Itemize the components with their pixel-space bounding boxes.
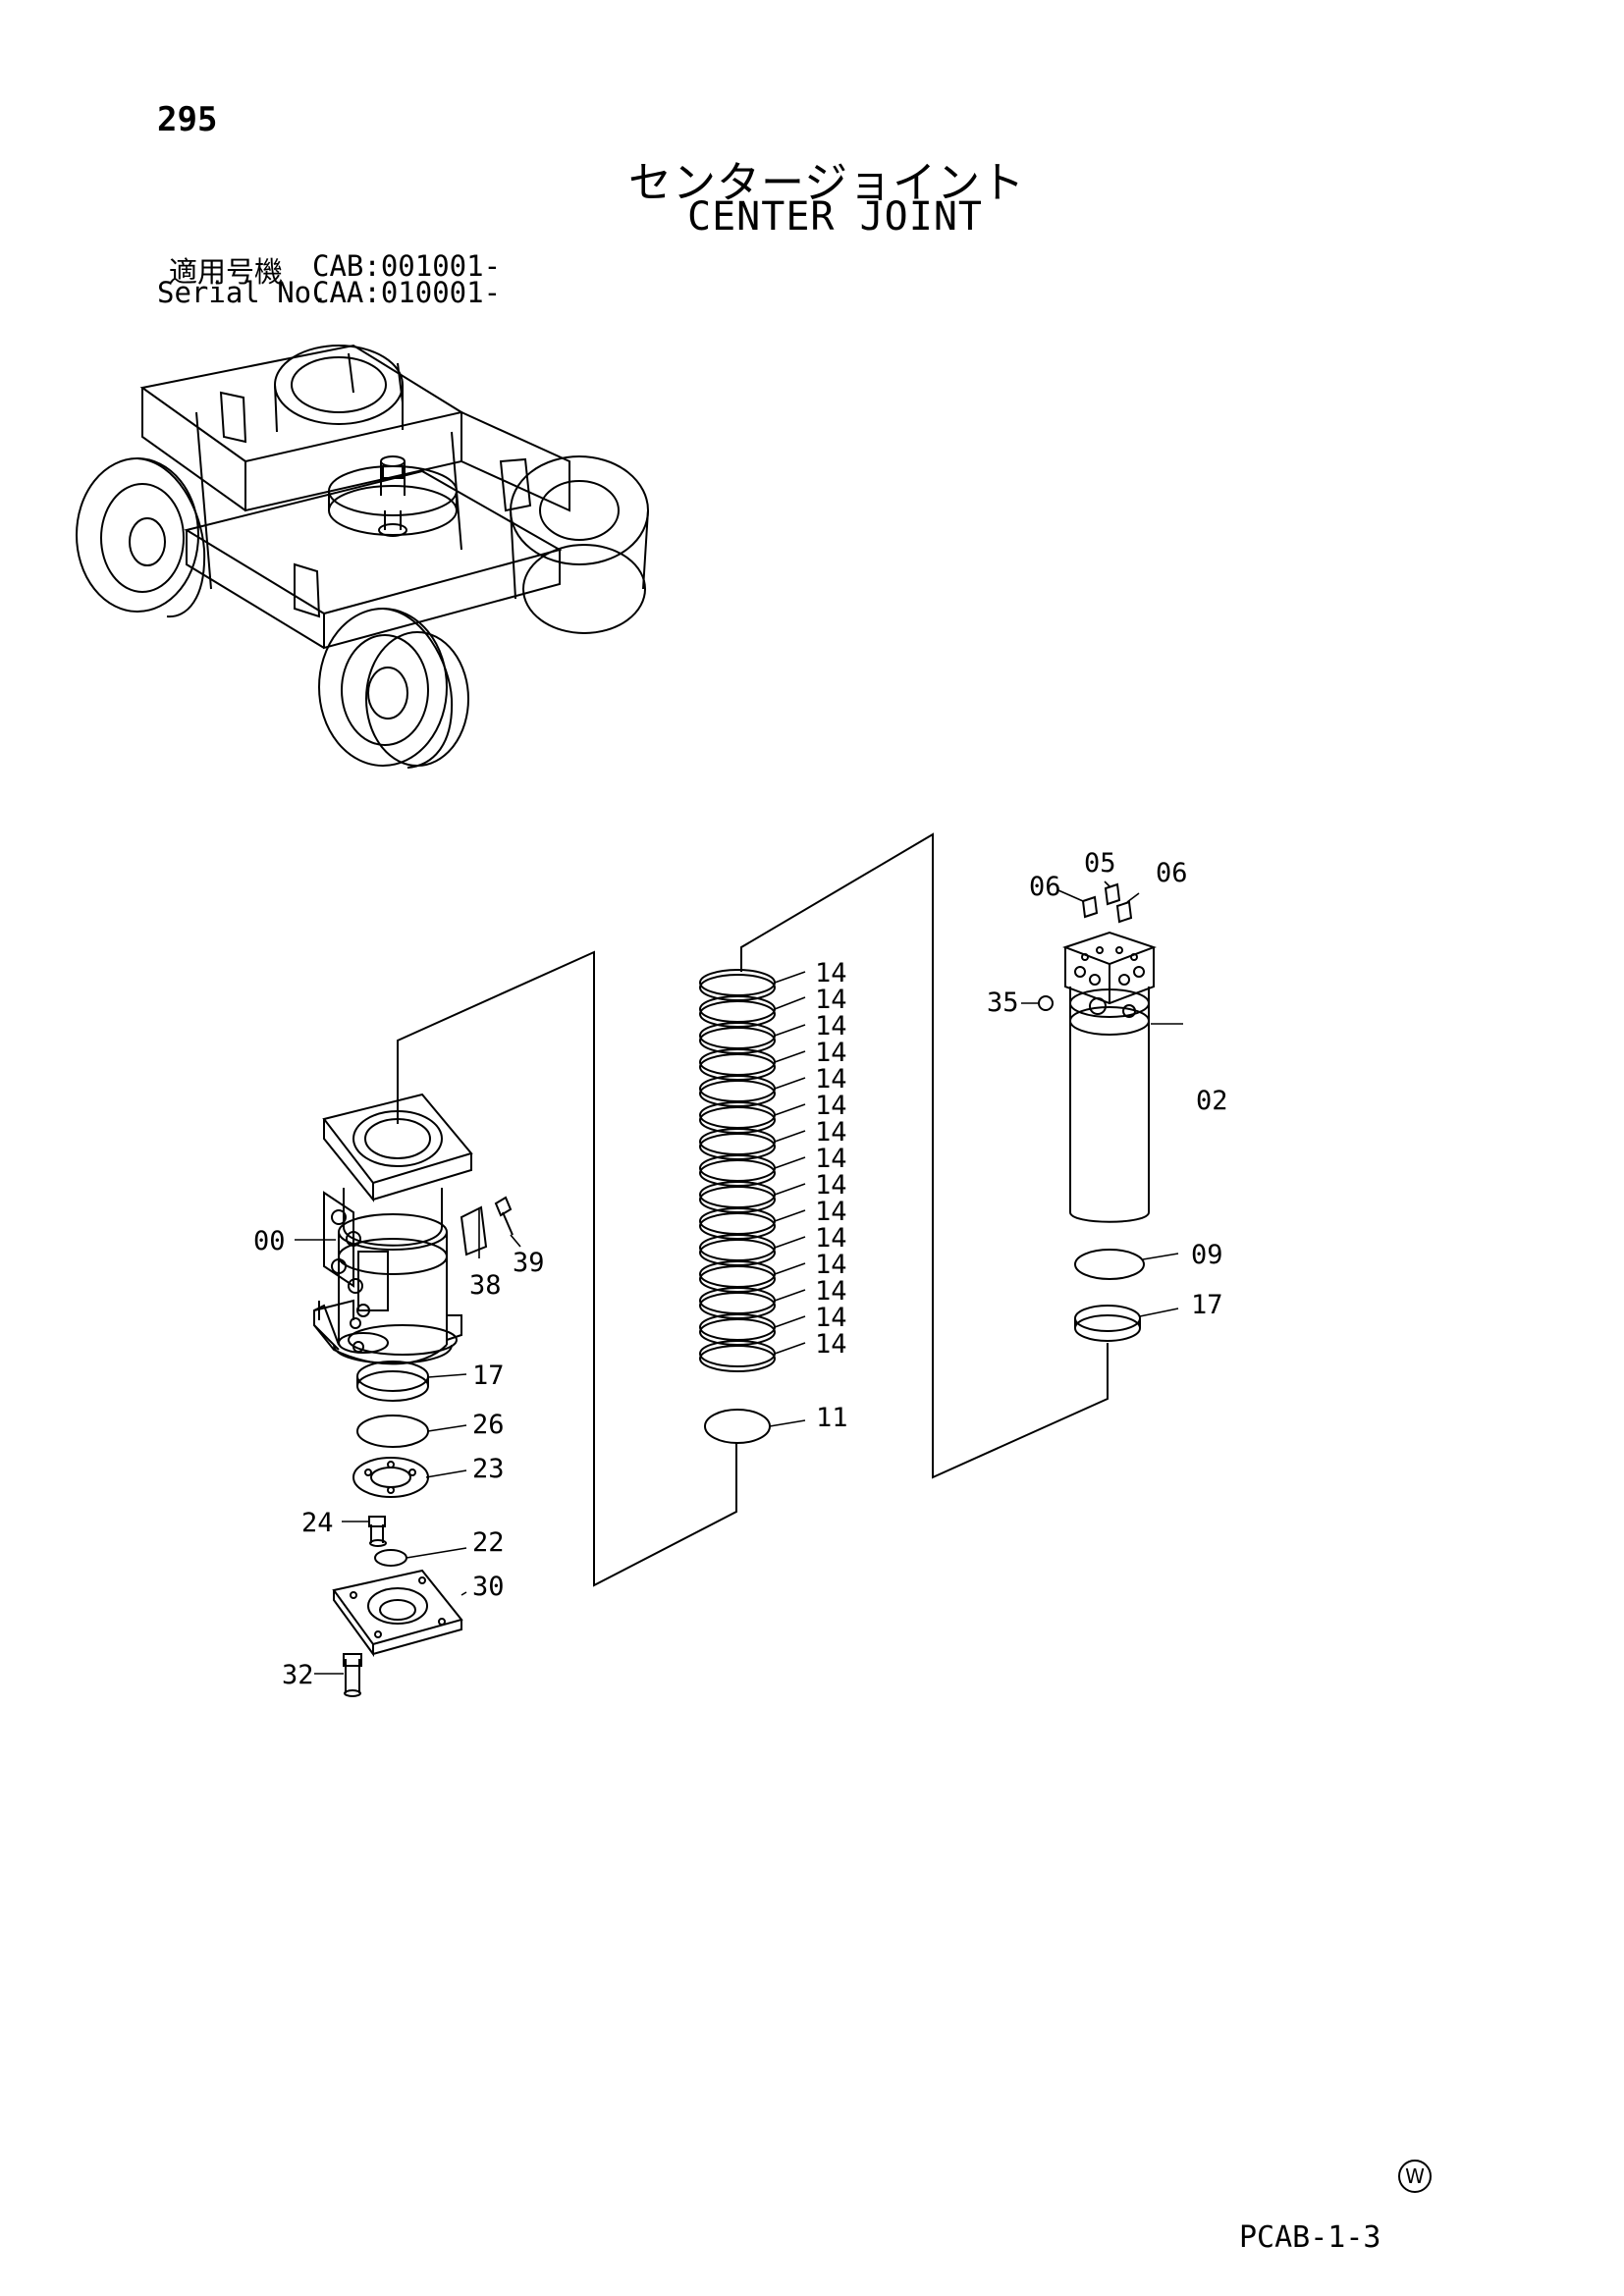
callout-06-left: 06 [1029,872,1061,902]
callout-24: 24 [301,1508,334,1538]
page-number: 295 [157,100,218,139]
callout-14: 14 [815,1303,847,1333]
callout-11: 11 [816,1403,848,1433]
applicable-model-value: CAB:001001- [312,249,502,283]
callout-14: 14 [815,1038,847,1068]
callout-14: 14 [815,1144,847,1174]
callout-30: 30 [472,1572,505,1602]
callout-14: 14 [815,1197,847,1227]
seal-ring-stack [699,969,776,1372]
callout-17-left: 17 [472,1361,505,1391]
callout-02: 02 [1196,1086,1228,1116]
callout-14: 14 [815,1250,847,1280]
callout-14: 14 [815,958,847,988]
serial-number-label: Serial No. [157,276,329,309]
center-joint-body [313,1093,473,1365]
assembly-line-center [740,832,1109,1479]
assembly-line-left [397,950,737,1587]
callout-14: 14 [815,1329,847,1360]
applicable-model-label: 適用号機 [169,255,284,289]
callout-39: 39 [513,1248,545,1278]
o-ring-11 [704,1409,771,1444]
callout-14: 14 [815,1276,847,1307]
document-code: PCAB-1-3 [1239,2220,1381,2255]
callout-32: 32 [282,1660,314,1690]
callout-14: 14 [815,1064,847,1095]
callout-17-right: 17 [1191,1290,1223,1320]
callout-14: 14 [815,1223,847,1254]
callout-00: 00 [253,1226,286,1256]
callout-26: 26 [472,1410,505,1440]
callout-23: 23 [472,1454,505,1484]
callout-09: 09 [1191,1240,1223,1270]
callout-06-right: 06 [1156,858,1188,888]
spindle [1038,882,1157,1223]
callout-05: 05 [1084,848,1116,879]
callout-35: 35 [987,988,1019,1018]
callout-14: 14 [815,1091,847,1121]
title-english: CENTER JOINT [687,194,983,240]
undercarriage-overview-illustration [76,344,649,769]
callout-14: 14 [815,1011,847,1041]
watermark-circle-w-icon: W [1398,2160,1432,2193]
callout-22: 22 [472,1527,505,1558]
o-ring-09 [1074,1249,1145,1280]
callout-38: 38 [469,1270,502,1301]
title-japanese: センタージョイント [628,158,1026,208]
callout-14: 14 [815,1117,847,1148]
serial-number-value: CAA:010001- [312,276,502,309]
callout-14: 14 [815,985,847,1015]
callout-14: 14 [815,1170,847,1201]
